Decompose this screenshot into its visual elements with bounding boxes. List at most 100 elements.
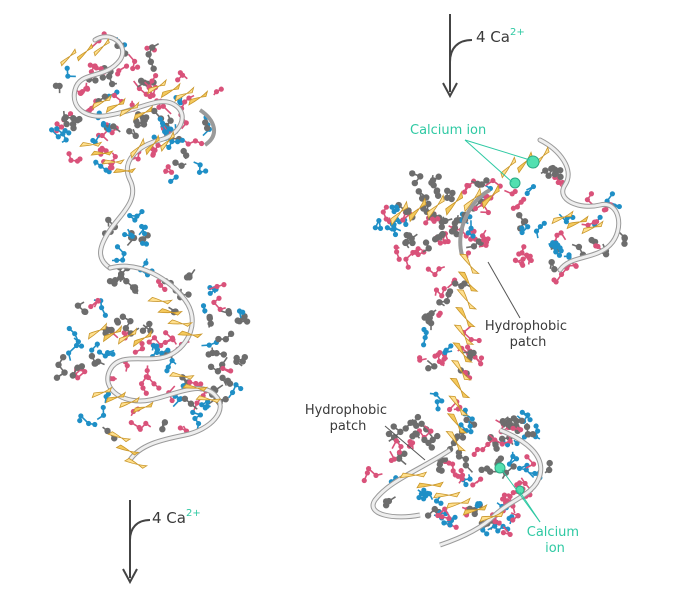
helix-turn xyxy=(60,48,77,67)
helix-turn xyxy=(445,431,467,452)
helix-turn xyxy=(87,322,108,340)
residue-side-chain xyxy=(416,490,434,502)
helix-turn xyxy=(130,137,145,159)
residue-side-chain xyxy=(524,454,537,469)
residue-side-chain xyxy=(126,128,139,140)
residue-side-chain xyxy=(127,53,141,72)
helix-turn xyxy=(456,289,478,310)
residue-side-chain xyxy=(500,526,513,538)
residue-side-chain xyxy=(93,159,112,175)
residue-side-chain xyxy=(413,420,433,438)
residue-side-chain xyxy=(502,417,526,430)
residue-side-chain xyxy=(90,134,101,145)
residue-side-chain xyxy=(221,308,233,317)
residue-side-chain xyxy=(512,257,526,268)
residue-side-chain xyxy=(128,419,152,432)
residue-side-chain xyxy=(402,418,414,432)
residue-side-chain xyxy=(523,423,537,438)
residue-side-chain xyxy=(420,326,429,348)
residue-side-chain xyxy=(403,249,419,270)
helix-turn xyxy=(408,197,427,223)
annotations: Calcium ion Hydrophobic patch Hydrophobi… xyxy=(305,123,583,556)
residue-side-chain xyxy=(492,441,500,452)
residue-side-chain xyxy=(550,240,563,253)
residue-side-chain xyxy=(164,357,177,374)
residue-side-chain xyxy=(88,352,105,367)
residue-side-chain xyxy=(472,354,485,367)
residue-side-chain xyxy=(74,301,89,316)
residue-side-chain xyxy=(88,297,101,310)
residue-side-chain xyxy=(455,468,466,484)
residue-side-chain xyxy=(441,514,458,528)
helix-turn xyxy=(132,401,154,414)
residue-side-chain xyxy=(436,310,443,318)
residue-side-chain xyxy=(425,359,438,372)
helix-turn xyxy=(160,130,175,153)
residue-side-chain xyxy=(593,243,602,251)
residue-side-chain xyxy=(111,244,127,263)
residue-side-chain xyxy=(184,138,205,147)
residue-side-chain xyxy=(466,238,484,250)
residue-side-chain xyxy=(389,204,400,215)
residue-side-chain xyxy=(105,73,117,88)
residue-side-chain xyxy=(233,353,249,367)
helix-turn xyxy=(450,360,472,381)
residue-side-chain xyxy=(425,265,446,278)
residue-side-chain xyxy=(533,220,547,239)
residue-side-chain xyxy=(100,120,112,133)
residue-side-chain xyxy=(69,115,83,132)
helix-turn xyxy=(500,156,517,179)
helix-turn xyxy=(168,371,195,380)
residue-side-chain xyxy=(443,460,458,478)
residue-side-chain xyxy=(54,126,69,143)
residue-side-chain xyxy=(215,330,235,343)
residue-side-chain xyxy=(448,220,460,238)
residue-side-chain xyxy=(442,343,454,356)
residue-side-chain xyxy=(471,446,481,457)
residue-side-chain xyxy=(388,450,397,463)
apo-helices xyxy=(60,38,222,469)
helix-turn xyxy=(147,296,174,305)
residue-side-chain xyxy=(193,161,209,175)
residue-side-chain xyxy=(444,187,456,203)
calcium-ion-2 xyxy=(509,177,521,189)
residue-side-chain xyxy=(478,465,497,475)
helix-turn xyxy=(445,497,471,509)
residue-side-chain xyxy=(452,280,472,290)
residue-side-chain xyxy=(145,43,160,72)
residue-side-chain xyxy=(431,230,446,243)
residue-side-chain xyxy=(234,313,251,325)
calcium-ion-label-bottom: Calcium ion xyxy=(527,525,583,556)
residue-side-chain xyxy=(409,170,424,187)
helix-turn xyxy=(481,183,500,210)
residue-side-chain xyxy=(200,303,208,314)
helix-turn xyxy=(91,386,113,399)
residue-side-chain xyxy=(66,325,81,345)
residue-side-chain xyxy=(181,395,198,410)
residue-side-chain xyxy=(382,496,396,509)
helix-turn xyxy=(449,377,471,399)
residue-side-chain xyxy=(432,349,445,367)
helix-turn xyxy=(167,319,194,327)
residue-side-chain xyxy=(465,220,476,239)
helix-turn xyxy=(432,491,461,499)
residue-side-chain xyxy=(97,145,109,157)
residue-side-chain xyxy=(588,236,599,246)
residue-side-chain xyxy=(506,451,520,467)
helix-turn xyxy=(390,200,409,226)
residue-side-chain xyxy=(519,244,527,256)
hydrophobic-patch-label-right: Hydrophobic patch xyxy=(485,319,571,350)
residue-side-chain xyxy=(172,159,187,169)
helix-turn xyxy=(160,82,181,99)
residue-side-chain xyxy=(139,240,150,247)
residue-side-chain xyxy=(384,225,399,238)
residue-side-chain xyxy=(155,278,168,292)
residue-side-chain xyxy=(504,188,518,197)
residue-side-chain xyxy=(433,286,447,299)
residue-side-chain xyxy=(487,523,511,534)
residue-side-chain xyxy=(236,308,246,319)
helix-turn xyxy=(76,43,94,62)
helix-turn xyxy=(145,134,160,156)
residue-side-chain xyxy=(421,436,437,451)
